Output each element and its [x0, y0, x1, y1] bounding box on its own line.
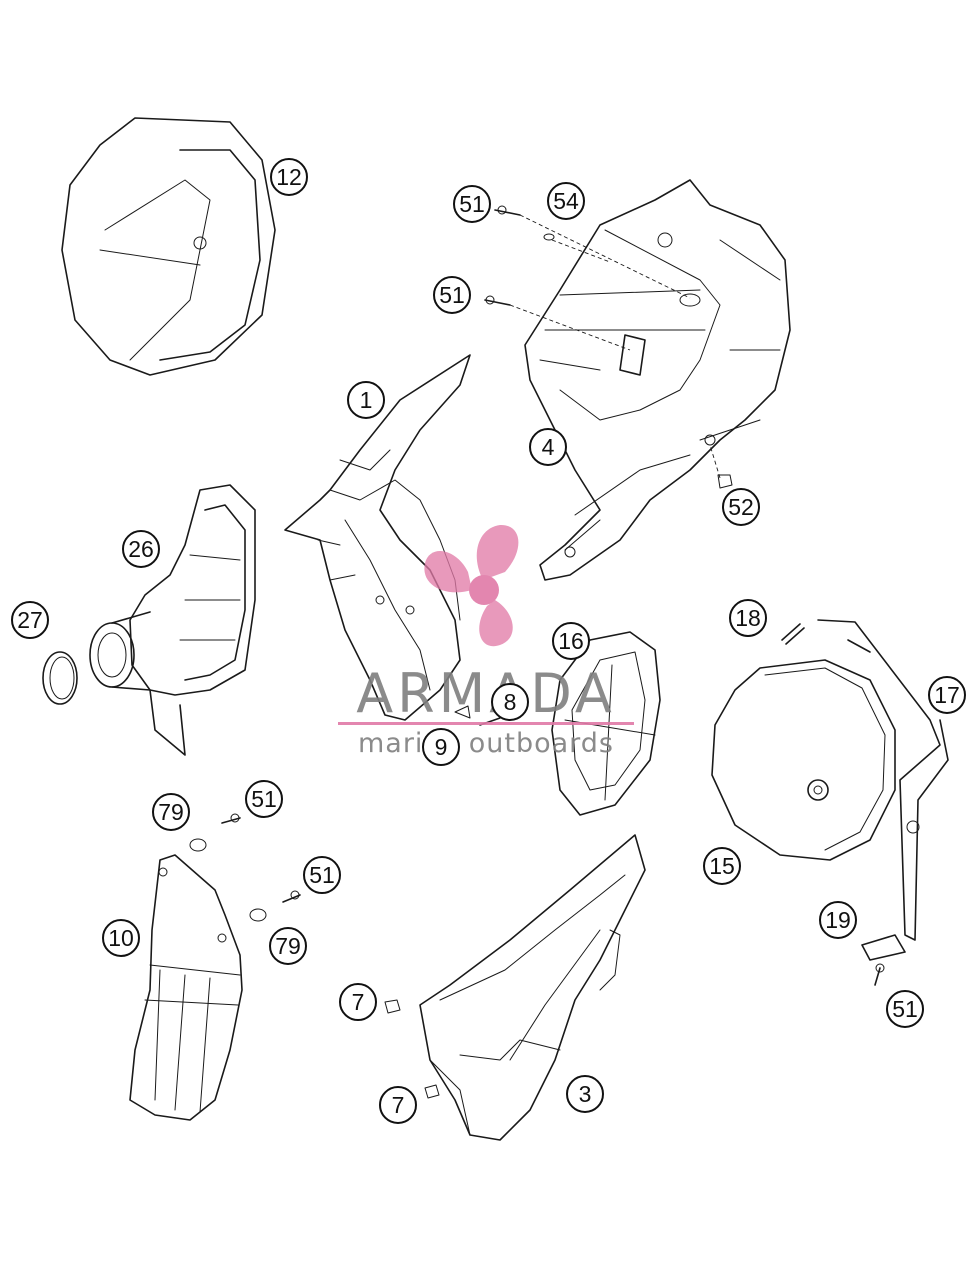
svg-text:26: 26 — [128, 536, 154, 562]
watermark-brand: ARMADA — [356, 662, 616, 725]
svg-text:17: 17 — [934, 682, 960, 708]
nut-52 — [717, 474, 733, 489]
callout-12: 12 — [270, 158, 308, 196]
callout-27: 27 — [11, 601, 49, 639]
screw-51b — [484, 299, 511, 306]
svg-text:7: 7 — [352, 989, 365, 1015]
callout-19: 19 — [819, 901, 857, 939]
svg-text:9: 9 — [435, 734, 448, 760]
watermark-tagline: marine outboards — [358, 728, 614, 759]
part-3-side-cover — [419, 834, 646, 1141]
svg-text:52: 52 — [728, 494, 754, 520]
clip-9 — [454, 705, 471, 719]
callout-51b: 51 — [433, 276, 471, 314]
svg-text:1: 1 — [360, 387, 373, 413]
watermark: ARMADA marine outboards — [338, 524, 634, 759]
callout-52: 52 — [722, 488, 760, 526]
svg-text:79: 79 — [275, 933, 301, 959]
svg-text:51: 51 — [459, 191, 485, 217]
part-10-side-guard — [129, 854, 243, 1121]
callout-9: 9 — [422, 728, 460, 766]
callout-4: 4 — [529, 428, 567, 466]
callout-15: 15 — [703, 847, 741, 885]
svg-text:4: 4 — [542, 434, 555, 460]
callout-1: 1 — [347, 381, 385, 419]
svg-text:51: 51 — [251, 786, 277, 812]
callout-17: 17 — [928, 676, 966, 714]
nut-7a — [384, 999, 401, 1014]
svg-text:27: 27 — [17, 607, 43, 633]
callout-3: 3 — [566, 1075, 604, 1113]
svg-text:18: 18 — [735, 605, 761, 631]
svg-text:8: 8 — [504, 689, 517, 715]
screw-51a — [494, 209, 521, 216]
svg-text:10: 10 — [108, 925, 134, 951]
callout-8: 8 — [491, 683, 529, 721]
svg-text:15: 15 — [709, 853, 735, 879]
callout-7a: 7 — [339, 983, 377, 1021]
svg-text:3: 3 — [579, 1081, 592, 1107]
fasteners — [189, 205, 885, 1099]
part-19-bracket — [861, 934, 906, 961]
callout-51a: 51 — [453, 185, 491, 223]
svg-text:12: 12 — [276, 164, 302, 190]
svg-text:16: 16 — [558, 628, 584, 654]
callout-18: 18 — [729, 599, 767, 637]
screw-51e — [874, 967, 881, 986]
callout-26: 26 — [122, 530, 160, 568]
part-17-filter-holder — [817, 619, 949, 941]
svg-text:79: 79 — [158, 799, 184, 825]
part-26-intake-boot — [89, 484, 256, 756]
callout-51d: 51 — [303, 856, 341, 894]
washer-54 — [543, 233, 555, 241]
watermark-underline — [338, 722, 634, 725]
part-12-filter-box-cover — [61, 117, 276, 376]
nut-7b — [424, 1084, 440, 1099]
svg-text:51: 51 — [439, 282, 465, 308]
svg-text:7: 7 — [392, 1092, 405, 1118]
screw-51c — [221, 817, 241, 824]
callout-10: 10 — [102, 919, 140, 957]
armada-logo-mark — [424, 524, 519, 647]
svg-text:54: 54 — [553, 188, 579, 214]
leader-lines — [509, 214, 721, 479]
callout-54: 54 — [547, 182, 585, 220]
part-18-pin — [781, 623, 805, 645]
svg-text:51: 51 — [892, 996, 918, 1022]
callout-79b: 79 — [269, 927, 307, 965]
callout-79a: 79 — [152, 793, 190, 831]
svg-text:51: 51 — [309, 862, 335, 888]
callout-51e: 51 — [886, 990, 924, 1028]
grommet-79b — [249, 908, 267, 922]
callout-16: 16 — [552, 622, 590, 660]
part-27-hose-clamp — [42, 651, 78, 705]
part-15-air-filter — [711, 659, 896, 861]
callout-51c: 51 — [245, 780, 283, 818]
grommet-79a — [189, 838, 207, 852]
part-4-air-box — [524, 179, 791, 581]
svg-text:19: 19 — [825, 907, 851, 933]
screw-51d — [282, 894, 301, 903]
callout-7b: 7 — [379, 1086, 417, 1124]
